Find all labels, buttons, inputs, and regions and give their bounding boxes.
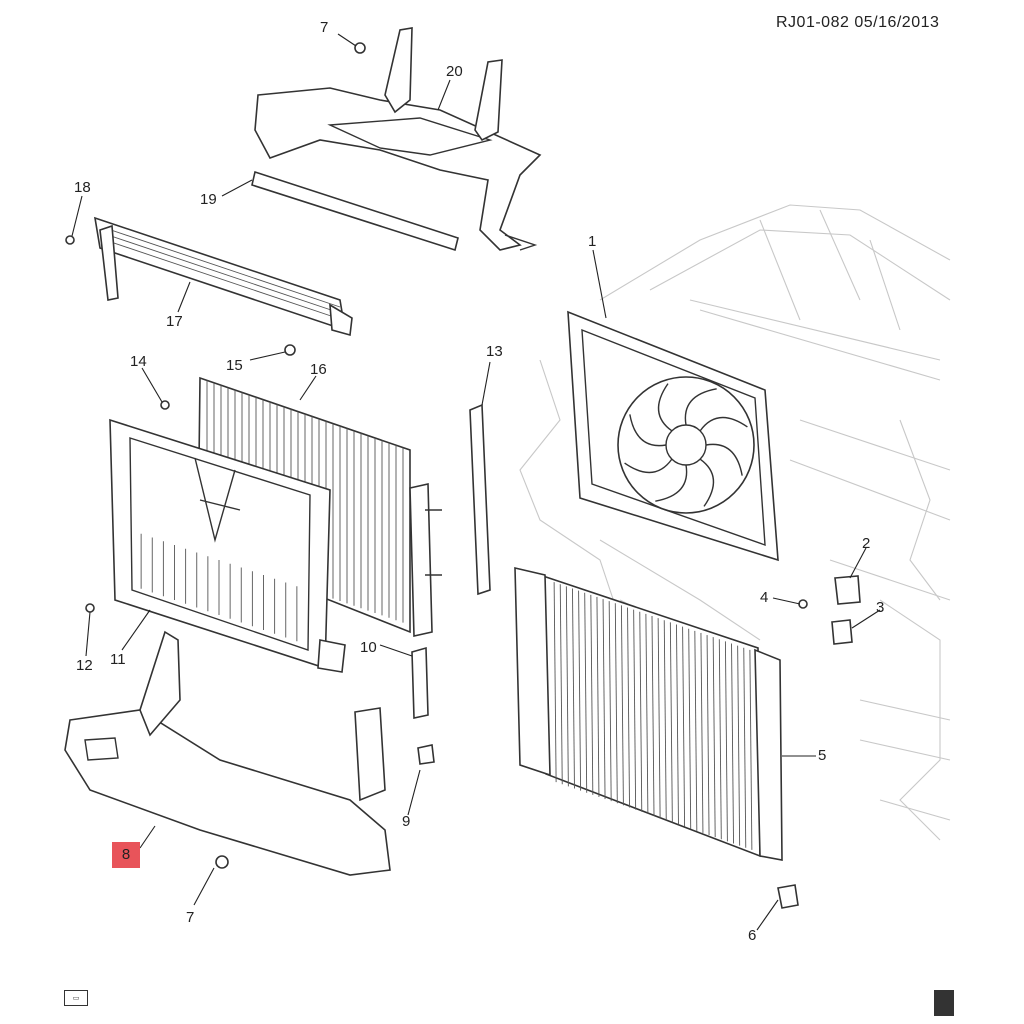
- vehicle-body-outline: [519, 204, 951, 841]
- book-reference-icon: [934, 990, 954, 1016]
- callout-13: 13: [486, 343, 503, 360]
- side-seal: [469, 403, 491, 596]
- diagram-reference: RJ01-082 05/16/2013: [776, 14, 940, 31]
- fan-shroud-assembly: [567, 310, 779, 562]
- callout-10: 10: [360, 639, 377, 656]
- upper-air-baffle: [254, 27, 542, 251]
- callout-14: 14: [130, 353, 147, 370]
- radiator: [514, 566, 783, 861]
- callout-20: 20: [446, 63, 463, 80]
- front-of-vehicle-icon: ▭: [64, 990, 88, 1006]
- lower-air-deflector: [64, 630, 391, 876]
- callout-16: 16: [310, 361, 327, 378]
- callout-18: 18: [74, 179, 91, 196]
- callout-1: 1: [588, 233, 596, 250]
- callout-11: 11: [110, 651, 126, 668]
- leader-lines: [71, 33, 881, 931]
- callout-7-top: 7: [320, 19, 328, 36]
- callout-15: 15: [226, 357, 243, 374]
- callout-12: 12: [76, 657, 93, 674]
- fasteners: [65, 42, 861, 909]
- callout-2: 2: [862, 535, 870, 552]
- radiator-air-baffle-frame: [109, 418, 346, 673]
- callout-7-bottom: 7: [186, 909, 194, 926]
- callout-4: 4: [760, 589, 768, 606]
- callout-labels: 1 2 3 4 5 6 7 7 9 10 11 12 13 14 15 16 1…: [74, 19, 884, 944]
- callout-6: 6: [748, 927, 756, 944]
- callout-9: 9: [402, 813, 410, 830]
- upper-seal-strip: [251, 170, 459, 252]
- callout-19: 19: [200, 191, 217, 208]
- callout-5: 5: [818, 747, 826, 764]
- callout-17: 17: [166, 313, 183, 330]
- transmission-cooler: [93, 216, 353, 337]
- callout-3: 3: [876, 599, 884, 616]
- highlighted-callout-8: 8: [112, 842, 140, 868]
